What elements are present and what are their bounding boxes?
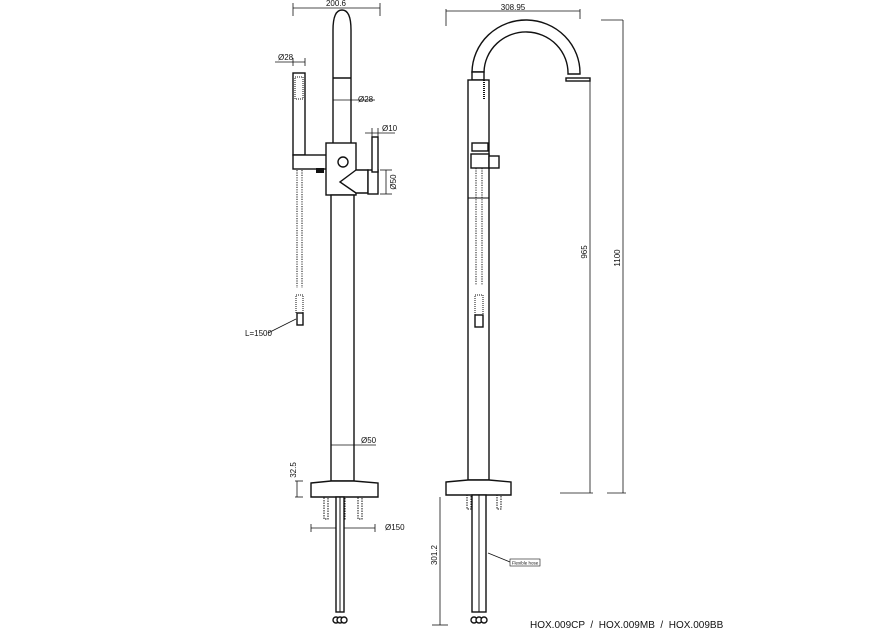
right-anchor-bolts: [466, 494, 502, 510]
dim-reach-label: 308.95: [501, 3, 526, 12]
spout-joint: [471, 71, 485, 81]
dim-spout-height: 965: [560, 79, 593, 494]
right-base-plate: [445, 479, 512, 496]
dim-spout-dia-label: Ø28: [358, 95, 374, 104]
holder-clip: [316, 168, 324, 173]
hose-connector: [296, 312, 304, 326]
right-knob: [488, 155, 500, 169]
dim-below-floor-label: 301.2: [430, 544, 439, 565]
lever-hub: [367, 169, 379, 195]
dim-total-height-label: 1100: [613, 249, 622, 267]
hose-section: [295, 294, 304, 314]
pipe-nuts: [332, 616, 348, 624]
dim-handshower-dia-label: Ø28: [278, 53, 294, 62]
dim-width: 200.6: [292, 0, 381, 16]
hose-length-label: L=1500: [245, 329, 272, 338]
shower-face: [294, 76, 304, 100]
arched-spout: [471, 19, 581, 75]
right-pipe-nuts: [470, 616, 488, 624]
dim-lever-height: Ø50: [380, 169, 398, 195]
left-view: 200.6 Ø28 Ø28 Ø10: [245, 0, 405, 624]
right-hose-coil: [475, 168, 483, 285]
column: [330, 194, 355, 482]
right-view: 308.95 Flexible hose 301.2: [430, 3, 626, 626]
dim-base-dia: Ø150: [310, 523, 405, 532]
lever-handle: [371, 136, 379, 173]
dim-column-dia: Ø50: [331, 436, 377, 446]
hose-callout-leader: [487, 552, 511, 563]
dim-base-height: 32.5: [289, 462, 303, 498]
right-hose-connector: [474, 314, 484, 328]
base-plate: [310, 480, 379, 498]
right-column: [467, 79, 490, 481]
dim-lever-height-label: Ø50: [389, 174, 398, 190]
valve-top: [471, 142, 489, 152]
hose-coil: [296, 170, 303, 288]
dim-width-label: 200.6: [326, 0, 347, 8]
dim-below-floor: 301.2: [430, 497, 448, 626]
product-codes: HOX.009CP / HOX.009MB / HOX.009BB: [530, 620, 724, 630]
dim-column-dia-label: Ø50: [361, 436, 377, 445]
hose-callout-label: Flexible hose: [512, 561, 539, 566]
dim-reach: 308.95: [445, 3, 581, 26]
lever-base: [338, 169, 369, 194]
dim-base-dia-label: Ø150: [385, 523, 405, 532]
spout-outlet: [565, 77, 591, 82]
hose-callout-box: [509, 558, 541, 567]
diverter-knob: [337, 156, 349, 168]
dim-handshower-dia: Ø28: [275, 53, 306, 66]
dim-spout-dia: Ø28: [333, 95, 375, 104]
right-valve: [470, 153, 490, 169]
dim-lever-dia-label: Ø10: [382, 124, 398, 133]
dim-lever-dia: Ø10: [365, 124, 398, 138]
dim-total-height: 1100: [601, 19, 626, 494]
dim-base-height-label: 32.5: [289, 462, 298, 478]
hose-leader: [267, 318, 297, 334]
dim-spout-height-label: 965: [580, 245, 589, 259]
